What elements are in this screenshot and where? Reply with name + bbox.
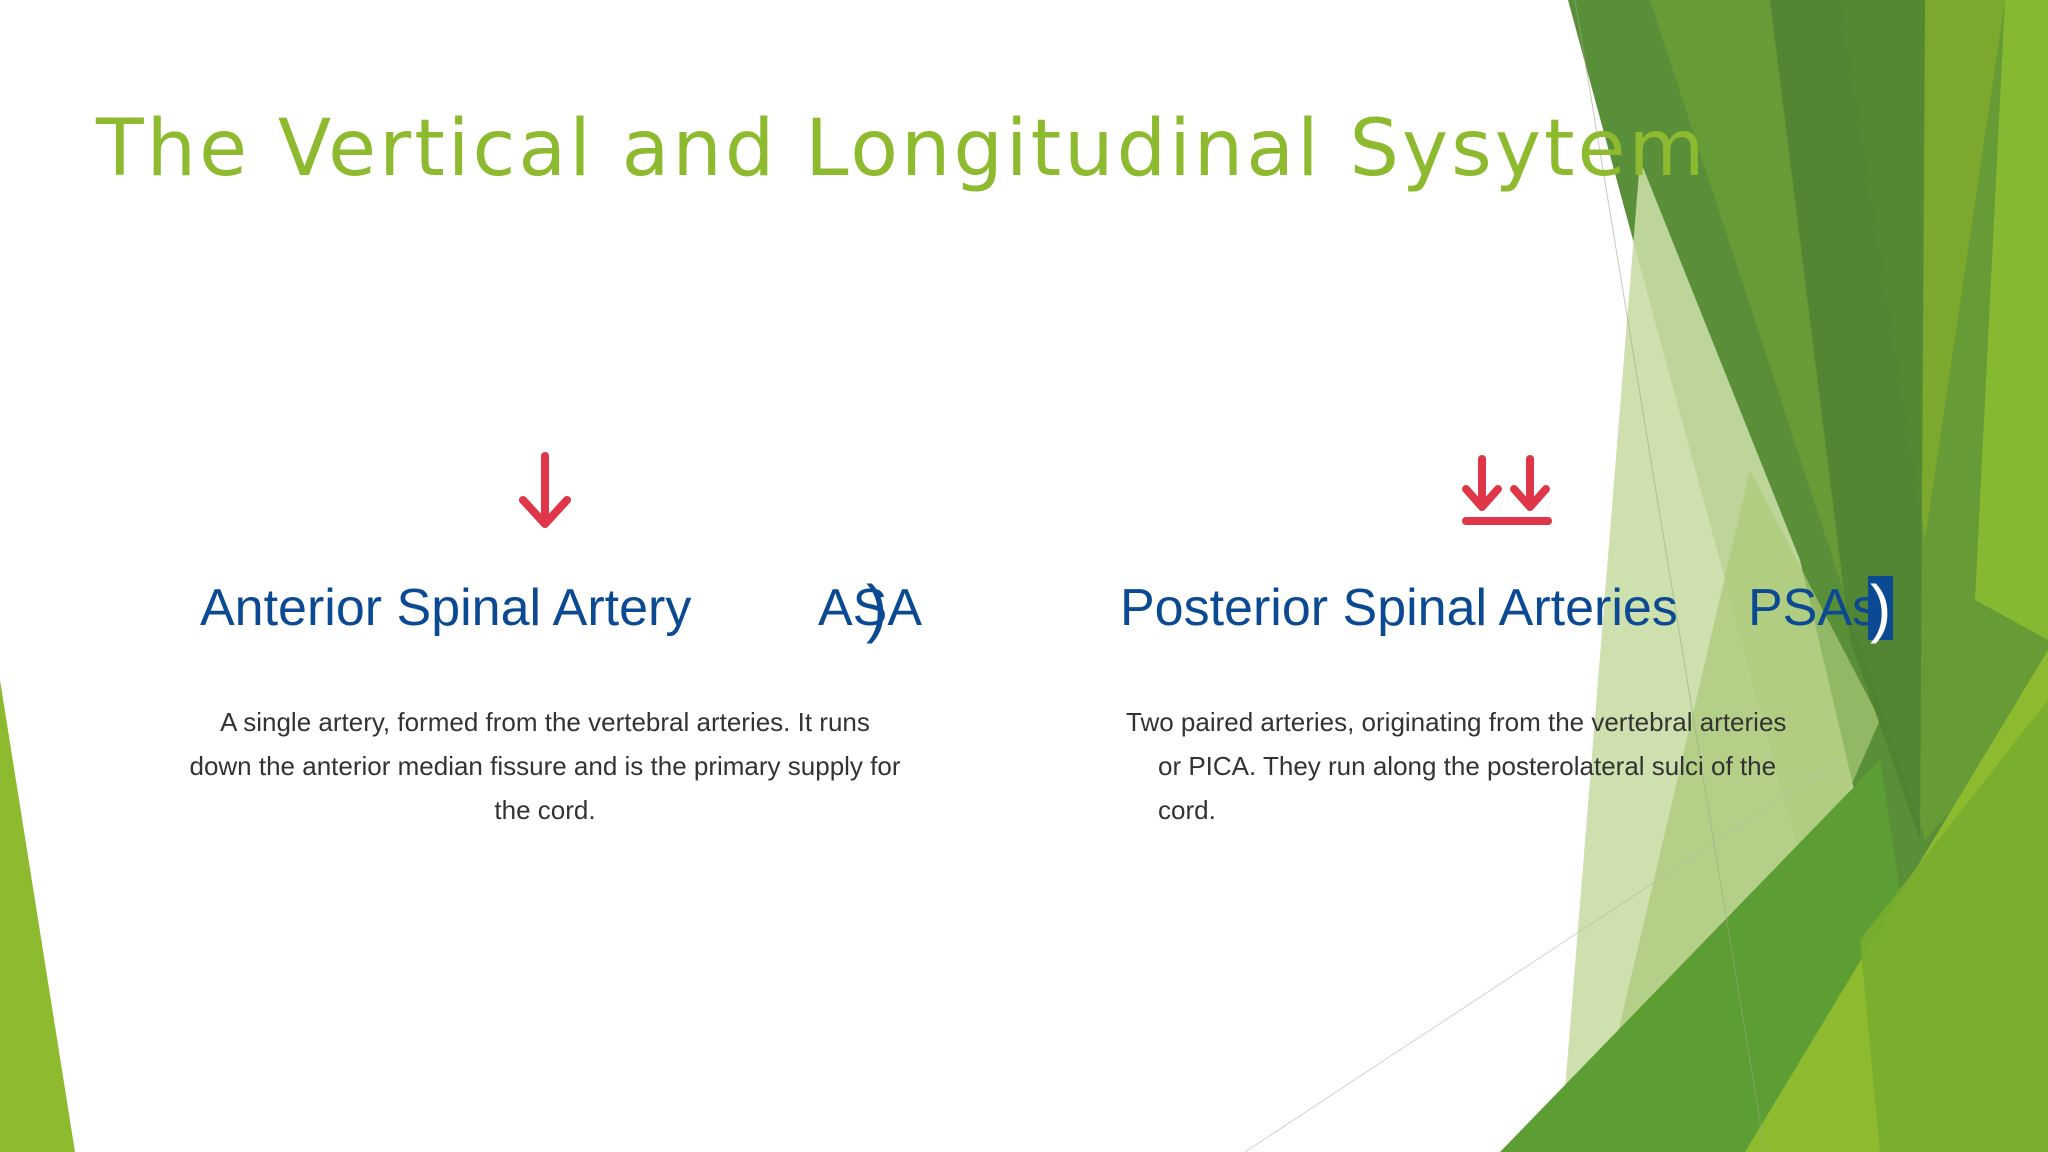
body-line: A single artery, formed from the vertebr…: [220, 707, 870, 737]
left-green-sliver: [0, 680, 75, 1152]
heading-text: Posterior Spinal Arteries: [1120, 579, 1678, 637]
body-line: down the anterior median fissure and is …: [189, 751, 901, 781]
body-line: cord.: [1158, 795, 1216, 825]
heading-paren-selected: ): [1868, 572, 1894, 644]
body-posterior: Two paired arteries, originating from th…: [1126, 700, 1886, 832]
bottom-mid-wedge: [1860, 700, 2048, 1152]
pale-green-wedge-2: [1590, 470, 1880, 1152]
body-line: Two paired arteries, originating from th…: [1126, 707, 1787, 737]
heading-paren: ): [866, 572, 888, 644]
thin-line-2: [1244, 759, 1841, 1152]
heading-anterior-spinal-artery: Anterior Spinal Artery ASA ): [200, 572, 940, 644]
arrow-down-icon: [519, 452, 571, 528]
body-line: the cord.: [494, 795, 596, 825]
heading-text: Anterior Spinal Artery: [200, 579, 692, 637]
slide-title: The Vertical and Longitudinal Sysytem: [96, 104, 1708, 194]
body-line: or PICA. They run along the posterolater…: [1158, 751, 1777, 781]
heading-abbreviation: PSAs: [1748, 579, 1879, 637]
double-arrow-down-to-line-icon: [1462, 455, 1552, 525]
heading-posterior-spinal-arteries: Posterior Spinal Arteries PSAs ): [1120, 572, 1900, 644]
right-edge-light: [1975, 0, 2048, 640]
heading-abbreviation: ASA: [818, 579, 923, 637]
thin-line-1: [1574, 0, 1766, 1152]
body-anterior: A single artery, formed from the vertebr…: [140, 700, 950, 832]
